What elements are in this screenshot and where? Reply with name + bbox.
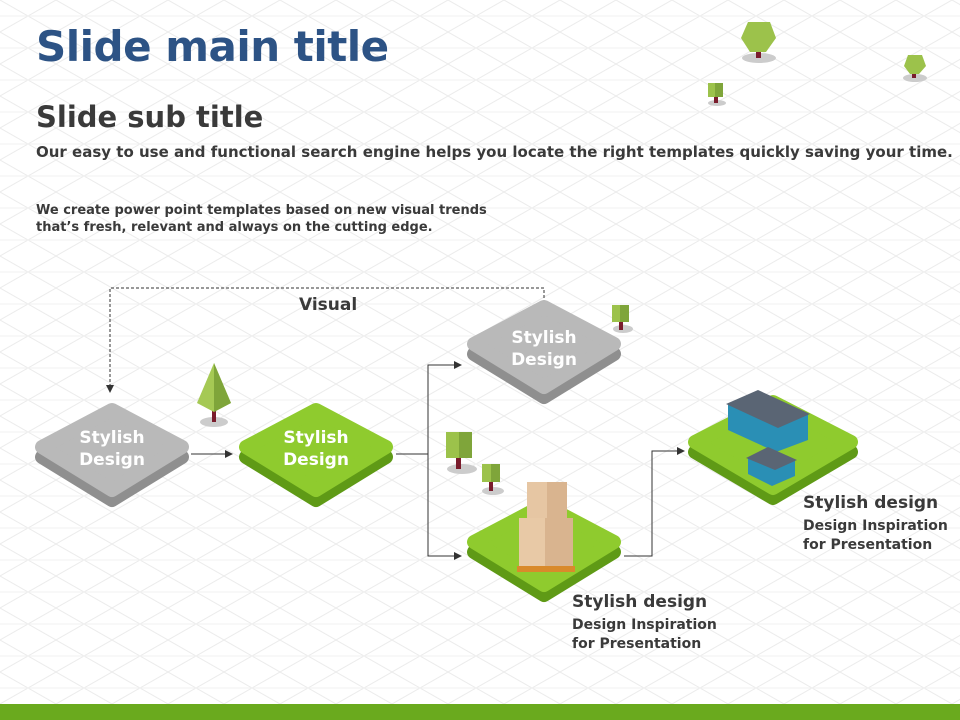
- caption-line: for Presentation: [803, 537, 933, 553]
- connector-2-3: [396, 361, 462, 455]
- caption-line: Design Inspiration: [572, 617, 717, 633]
- node-factory[interactable]: [688, 390, 858, 505]
- slide-body-text: We create power point templates based on…: [36, 203, 487, 235]
- cube-tree-icon: [612, 305, 633, 333]
- node-label: Design: [79, 450, 145, 470]
- caption-title: Stylish design: [803, 493, 939, 513]
- loop-connector: [106, 287, 545, 393]
- node-stylish-design-1[interactable]: Stylish Design: [35, 403, 189, 507]
- slide-subtitle: Slide sub title: [36, 100, 264, 134]
- node-stylish-design-2[interactable]: Stylish Design: [239, 403, 393, 507]
- pallet-boxes-icon: [517, 482, 575, 572]
- round-tree-icon: [741, 22, 776, 63]
- node-label: Stylish: [79, 428, 144, 448]
- slide-title: Slide main title: [36, 22, 389, 71]
- node-label: Stylish: [511, 328, 576, 348]
- node-stylish-design-3[interactable]: Stylish Design: [467, 300, 621, 404]
- connector-4-5: [624, 447, 685, 557]
- caption-line: for Presentation: [572, 636, 702, 652]
- footer-bar: [0, 704, 960, 720]
- connector-2-4: [427, 454, 462, 560]
- caption-line: Design Inspiration: [803, 518, 948, 534]
- caption-title: Stylish design: [572, 592, 708, 612]
- node-label: Design: [283, 450, 349, 470]
- cone-tree-icon: [197, 363, 231, 427]
- slide-description: Our easy to use and functional search en…: [36, 143, 953, 161]
- caption-factory: Stylish design Design Inspiration for Pre…: [803, 493, 948, 555]
- round-tree-icon: [903, 55, 927, 82]
- node-label: Stylish: [283, 428, 348, 448]
- loop-label: Visual: [299, 295, 358, 315]
- cube-tree-icon: [708, 83, 726, 106]
- caption-boxes: Stylish design Design Inspiration for Pre…: [572, 592, 717, 654]
- node-warehouse-boxes[interactable]: [467, 482, 621, 602]
- factory-building-icon: [726, 390, 810, 486]
- node-label: Design: [511, 350, 577, 370]
- cube-tree-icon: [446, 432, 477, 474]
- cube-tree-icon: [482, 464, 504, 495]
